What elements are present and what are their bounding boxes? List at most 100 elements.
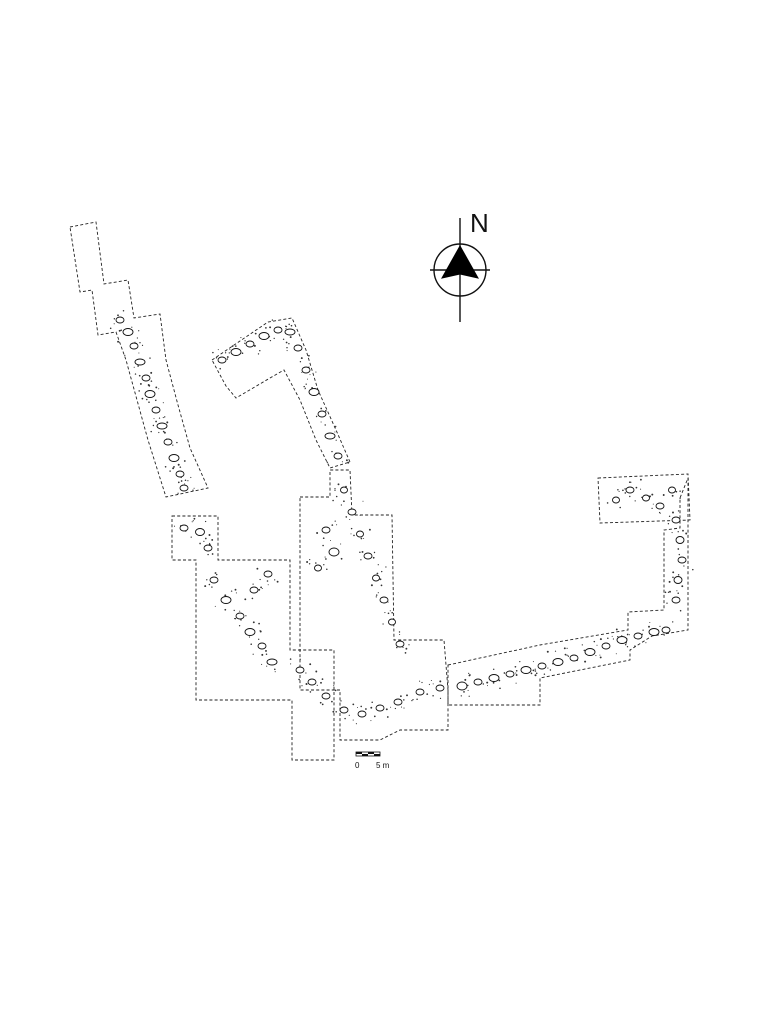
stipple-dot [259, 630, 262, 633]
stipple-dot [679, 490, 681, 492]
stipple-dot [224, 608, 227, 611]
stipple-dot [261, 663, 263, 665]
stipple-dot [138, 352, 140, 354]
stipple-dot [357, 707, 358, 708]
stone [395, 640, 405, 648]
stipple-dot [335, 439, 337, 441]
stipple-dot [532, 661, 534, 663]
stipple-dot [626, 633, 629, 636]
stipple-dot [177, 463, 180, 466]
stipple-dot [606, 502, 609, 504]
stipple-dot [158, 388, 160, 390]
stipple-dot [408, 644, 410, 646]
stipple-dot [628, 634, 631, 636]
stipple-dot [360, 705, 363, 708]
stipple-dot [405, 647, 408, 650]
stipple-dot [133, 366, 135, 368]
stipple-dot [629, 495, 631, 498]
stipple-dot [150, 380, 153, 382]
north-arrow-icon: N [430, 208, 490, 322]
scale-bar: 0 5 m [355, 751, 390, 770]
stipple-dot [192, 520, 194, 522]
stipple-dot [211, 553, 214, 555]
stone [648, 628, 660, 636]
trench-t4 [299, 469, 449, 741]
stipple-dot [692, 568, 694, 571]
stipple-dot [180, 480, 183, 482]
stipple-dot [309, 374, 311, 376]
stipple-dot [274, 671, 276, 673]
stipple-dot [642, 629, 644, 631]
stipple-dot [371, 701, 373, 704]
stipple-dot [334, 520, 336, 522]
stipple-dot [305, 672, 307, 674]
stipple-dot [683, 565, 685, 567]
stipple-dot [615, 653, 617, 655]
stipple-dot [667, 523, 670, 525]
stone [195, 528, 205, 536]
stipple-dot [334, 489, 336, 492]
stone [293, 344, 303, 352]
stipple-dot [385, 708, 388, 711]
stipple-dot [258, 588, 261, 591]
stipple-dot [400, 695, 402, 698]
stipple-dot [301, 685, 303, 687]
stipple-dot [566, 647, 568, 649]
stipple-dot [361, 550, 364, 553]
stipple-dot [403, 707, 405, 709]
stipple-dot [543, 673, 546, 675]
stipple-dot [271, 319, 274, 321]
stipple-dot [316, 684, 318, 686]
stipple-dot [439, 680, 442, 683]
stone [584, 648, 596, 656]
stipple-dot [290, 324, 293, 327]
stipple-dot [214, 572, 217, 574]
stipple-dot [152, 424, 155, 427]
stipple-dot [666, 602, 668, 604]
stipple-dot [234, 588, 237, 591]
stipple-dot [298, 678, 300, 681]
stipple-dot [668, 580, 671, 583]
stipple-dot [162, 417, 164, 419]
stipple-dot [124, 354, 126, 357]
stone [129, 342, 139, 350]
stone [363, 552, 373, 560]
stipple-dot [534, 670, 537, 672]
stone [284, 328, 296, 336]
stipple-dot [336, 524, 338, 526]
stipple-dot [234, 345, 237, 347]
stipple-dot [173, 466, 175, 468]
stone [633, 632, 643, 640]
stipple-dot [622, 489, 624, 492]
stone [217, 356, 227, 364]
stipple-dot [419, 680, 421, 682]
stipple-dot [162, 430, 165, 433]
stipple-dot [261, 587, 263, 590]
stipple-dot [677, 548, 680, 550]
stipple-dot [498, 679, 501, 682]
stipple-dot [611, 635, 613, 637]
stipple-dot [671, 532, 673, 534]
stipple-dot [651, 493, 654, 496]
stone [616, 636, 628, 644]
stone [317, 410, 327, 418]
trench-t2 [211, 317, 351, 469]
stipple-dot [172, 467, 175, 470]
scale-start-label: 0 [355, 761, 360, 770]
stipple-dot [155, 386, 158, 389]
stipple-dot [206, 579, 208, 581]
stone [273, 326, 283, 334]
stone [122, 328, 134, 336]
stipple-dot [386, 716, 389, 718]
stipple-dot [624, 643, 627, 646]
stipple-dot [113, 318, 116, 320]
stone [115, 316, 125, 324]
stipple-dot [467, 689, 469, 691]
stipple-dot [335, 425, 337, 428]
stipple-dot [360, 537, 363, 540]
stipple-dot [250, 643, 252, 645]
stone [661, 626, 671, 634]
stipple-dot [204, 537, 207, 540]
stipple-dot [344, 717, 346, 720]
stipple-dot [368, 528, 371, 531]
